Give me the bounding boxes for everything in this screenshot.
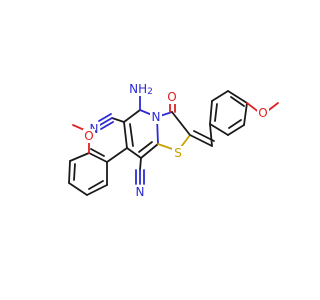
bond-lines <box>68 90 279 196</box>
bond <box>111 117 125 123</box>
bond <box>129 123 134 147</box>
bond <box>123 121 128 149</box>
atom-label-bg <box>83 129 95 143</box>
carbonyl-o-label: O <box>167 90 176 104</box>
bond <box>211 90 229 102</box>
ring-n-label: N <box>152 110 161 124</box>
atom-label-bg <box>134 185 146 199</box>
bond <box>189 134 213 147</box>
bond <box>100 121 114 130</box>
bond <box>171 111 191 136</box>
bond <box>209 123 229 136</box>
bond <box>227 90 248 104</box>
bond <box>86 184 108 196</box>
bond <box>90 148 105 157</box>
bond <box>98 113 112 122</box>
bond <box>214 103 218 122</box>
atom-label-bg <box>257 106 269 120</box>
bond <box>243 102 248 126</box>
bond <box>209 100 213 125</box>
methoxy-o-left-label: O <box>84 129 93 143</box>
methoxy-o-right-label: O <box>258 106 267 120</box>
atom-label-bg <box>150 110 162 124</box>
bond <box>227 124 245 136</box>
amino-label: NH2 <box>129 82 153 97</box>
atom-label-bg <box>166 90 178 104</box>
bond <box>138 141 153 153</box>
molecule-structure-diagram: NH2 N N N O S O O <box>68 82 279 199</box>
bond <box>126 147 142 159</box>
bond <box>69 152 90 162</box>
bond <box>88 180 104 190</box>
bond <box>68 160 71 184</box>
bond <box>139 157 142 171</box>
atom-labels: NH2 N N N O S O O <box>83 82 269 199</box>
bond <box>123 109 141 123</box>
bond <box>140 143 159 159</box>
atom-label-bg <box>172 146 184 160</box>
nitrile-n-bottom-label: N <box>136 185 145 199</box>
bond <box>99 117 113 126</box>
bond <box>230 96 245 107</box>
bond <box>73 163 76 181</box>
bond <box>88 152 108 163</box>
bond <box>209 123 213 147</box>
bond <box>106 147 128 163</box>
bond <box>228 119 242 129</box>
atom-label-bg <box>128 82 154 96</box>
bond <box>68 182 88 196</box>
ring-s-label: S <box>174 146 182 160</box>
